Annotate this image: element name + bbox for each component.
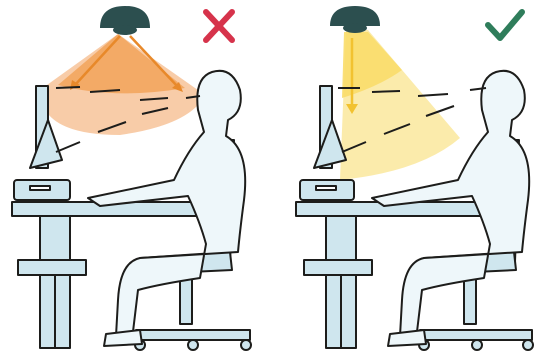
computer-button <box>316 186 336 190</box>
cross-icon <box>206 12 232 40</box>
panel-correct <box>296 6 533 350</box>
lamp-bulb <box>113 25 137 35</box>
monitor <box>314 86 346 168</box>
computer-button <box>30 186 50 190</box>
lamp-bulb <box>343 23 367 33</box>
checkmark-icon <box>488 12 522 38</box>
lamp-icon <box>100 6 150 28</box>
panel-incorrect <box>12 6 251 350</box>
